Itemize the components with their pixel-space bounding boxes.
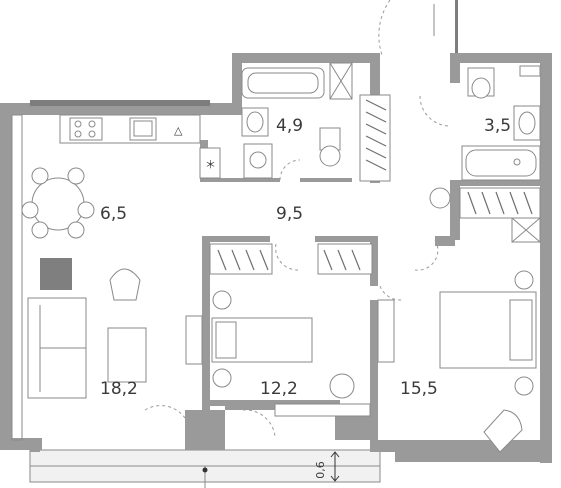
balcony-depth-label: 0,6 xyxy=(314,461,327,479)
kitchen-area-label: 6,5 xyxy=(100,204,127,224)
hall-area-label: 9,5 xyxy=(276,204,303,224)
washroom-area-label: 3,5 xyxy=(484,116,511,136)
balcony xyxy=(29,449,381,488)
kitchen-counter: △ ＊ xyxy=(59,114,221,179)
door-swings xyxy=(144,0,451,437)
living-furniture xyxy=(11,114,147,441)
master-bedroom-furniture xyxy=(377,270,537,453)
interior-walls xyxy=(200,140,545,440)
living-area-label: 18,2 xyxy=(100,379,138,399)
washroom-fixtures xyxy=(461,65,541,181)
dining-table xyxy=(21,167,95,239)
svg-text:△: △ xyxy=(174,124,183,137)
master-bedroom-area-label: 15,5 xyxy=(400,379,438,399)
small-bedroom-furniture xyxy=(185,243,373,417)
bathroom-fixtures xyxy=(241,62,353,179)
svg-text:＊: ＊ xyxy=(205,158,216,171)
hall-wardrobe xyxy=(429,187,541,243)
bathroom-wardrobe xyxy=(359,94,391,182)
bathroom-area-label: 4,9 xyxy=(276,116,303,136)
small-bedroom-area-label: 12,2 xyxy=(260,379,298,399)
exterior-walls xyxy=(0,0,552,463)
